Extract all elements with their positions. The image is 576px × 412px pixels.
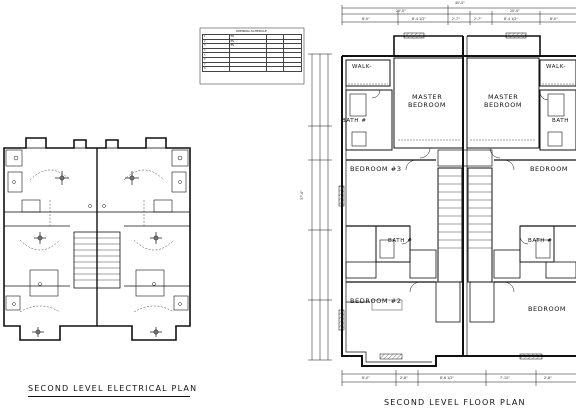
dim-top-b: 8'-4 1/2" [412,17,426,21]
dim-top-a: 8'-0" [362,17,370,21]
dim-top-c: 2'-7" [452,17,460,21]
room-bath2-left: BATH # [388,238,413,244]
schedule-title: OPENING SCHEDULE [236,29,267,33]
dim-top-right-half: 20'-0" [510,9,520,13]
electrical-plan [3,137,191,341]
dim-bottom-c: 8'-6 1/2" [440,376,454,380]
dim-side-overall: 37'-0" [300,190,304,200]
room-bedroom3-right: BEDROOM [530,165,569,173]
electrical-title-underline [28,396,190,397]
dim-bottom-d: 7'-10" [500,376,510,380]
room-master-right-line2: BEDROOM [484,101,523,109]
room-master-left-line2: BEDROOM [408,101,447,109]
floor-plan-title: SECOND LEVEL FLOOR PLAN [384,398,526,407]
room-master-left-line1: MASTER [412,93,443,101]
schedule-frame [199,27,305,85]
schedule-cell [283,66,302,72]
room-bath-left: BATH # [342,118,367,124]
schedule-row: 8 [202,66,302,72]
dim-top-f: 8'-0" [550,17,558,21]
schedule-cell: 8 [202,66,230,72]
room-bedroom3-left: BEDROOM #3 [350,165,402,173]
room-bedroom2-right: BEDROOM [528,305,567,313]
schedule-cell [228,66,267,72]
dim-bottom-b: 2'-8" [400,376,408,380]
dim-top-d: 2'-7" [474,17,482,21]
room-walk-in-right: WALK- [546,64,566,70]
dim-bottom-a: 8'-0" [362,376,370,380]
dim-top-e: 8'-4 1/2" [504,17,518,21]
room-bath2-right: BATH # [528,238,553,244]
dim-bottom-e: 2'-8" [544,376,552,380]
dim-top-left-half: 20'-0" [396,9,406,13]
room-bedroom2-left: BEDROOM #2 [350,297,402,305]
room-bath-right: BATH [552,118,570,124]
schedule-cell [265,66,285,72]
electrical-plan-title: SECOND LEVEL ELECTRICAL PLAN [28,384,198,393]
dim-top-overall: 40'-0" [455,1,465,5]
room-master-right-line1: MASTER [488,93,519,101]
floor-plan [308,5,576,386]
room-walk-in-left: WALK- [352,64,372,70]
